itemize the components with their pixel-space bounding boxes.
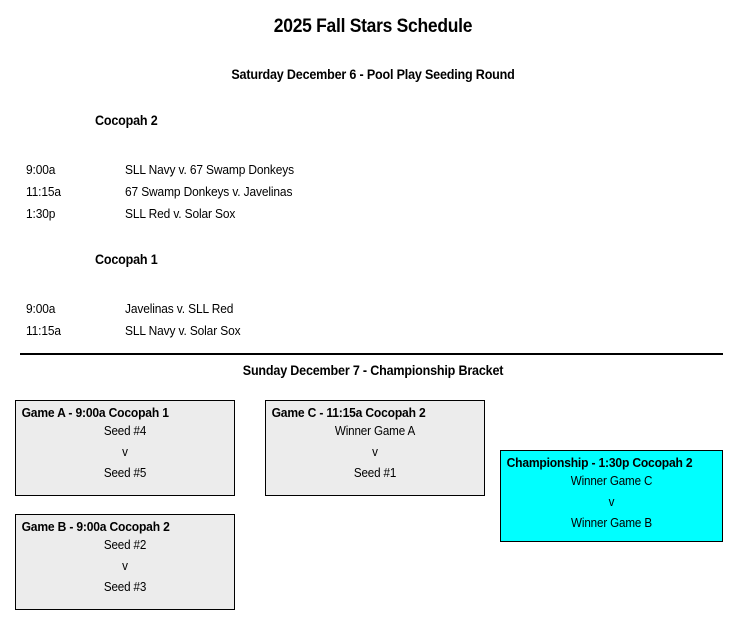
bracket-team-1: Seed #2 — [103, 538, 147, 552]
game-row: 1:30p SLL Red v. Solar Sox — [0, 203, 746, 225]
bracket-box-game-b: Game B - 9:00a Cocopah 2 Seed #2 v Seed … — [15, 514, 235, 610]
bracket-box-title: Championship - 1:30p Cocopah 2 — [506, 455, 693, 470]
bracket-team-2: Seed #5 — [103, 466, 147, 480]
page-title: 2025 Fall Stars Schedule — [273, 16, 473, 37]
bracket-separator: v — [122, 559, 128, 573]
game-row: 11:15a SLL Navy v. Solar Sox — [0, 320, 746, 342]
game-time: 9:00a — [26, 301, 56, 316]
game-list: 9:00a Javelinas v. SLL Red 11:15a SLL Na… — [0, 298, 746, 342]
bracket-team-1: Winner Game C — [570, 474, 653, 488]
game-matchup: 67 Swamp Donkeys v. Javelinas — [125, 184, 293, 199]
game-row: 11:15a 67 Swamp Donkeys v. Javelinas — [0, 181, 746, 203]
field-name: Cocopah 2 — [95, 113, 158, 128]
field-name: Cocopah 1 — [95, 252, 158, 267]
game-row: 9:00a SLL Navy v. 67 Swamp Donkeys — [0, 159, 746, 181]
bracket-team-1: Winner Game A — [334, 424, 416, 438]
sunday-header: Sunday December 7 - Championship Bracket — [242, 363, 504, 378]
game-matchup: SLL Navy v. Solar Sox — [125, 323, 241, 338]
section-divider — [20, 353, 723, 355]
bracket-team-2: Winner Game B — [571, 516, 652, 530]
game-matchup: Javelinas v. SLL Red — [125, 301, 234, 316]
bracket-separator: v — [372, 445, 378, 459]
bracket-box-title: Game C - 11:15a Cocopah 2 — [271, 405, 426, 420]
bracket-box-title: Game B - 9:00a Cocopah 2 — [21, 519, 170, 534]
bracket-box-title: Game A - 9:00a Cocopah 1 — [21, 405, 169, 420]
bracket-team-2: Seed #3 — [103, 580, 147, 594]
game-time: 11:15a — [26, 323, 61, 338]
bracket-separator: v — [122, 445, 128, 459]
bracket-box-game-a: Game A - 9:00a Cocopah 1 Seed #4 v Seed … — [15, 400, 235, 496]
game-time: 1:30p — [26, 206, 56, 221]
game-time: 11:15a — [26, 184, 61, 199]
game-list: 9:00a SLL Navy v. 67 Swamp Donkeys 11:15… — [0, 159, 746, 225]
bracket-team-1: Seed #4 — [103, 424, 147, 438]
bracket-team-2: Seed #1 — [353, 466, 397, 480]
game-row: 9:00a Javelinas v. SLL Red — [0, 298, 746, 320]
saturday-header: Saturday December 6 - Pool Play Seeding … — [231, 67, 515, 82]
bracket-box-game-c: Game C - 11:15a Cocopah 2 Winner Game A … — [265, 400, 485, 496]
bracket-separator: v — [608, 495, 615, 509]
bracket-box-championship: Championship - 1:30p Cocopah 2 Winner Ga… — [500, 450, 723, 542]
game-matchup: SLL Navy v. 67 Swamp Donkeys — [125, 162, 294, 177]
game-matchup: SLL Red v. Solar Sox — [125, 206, 236, 221]
game-time: 9:00a — [26, 162, 56, 177]
